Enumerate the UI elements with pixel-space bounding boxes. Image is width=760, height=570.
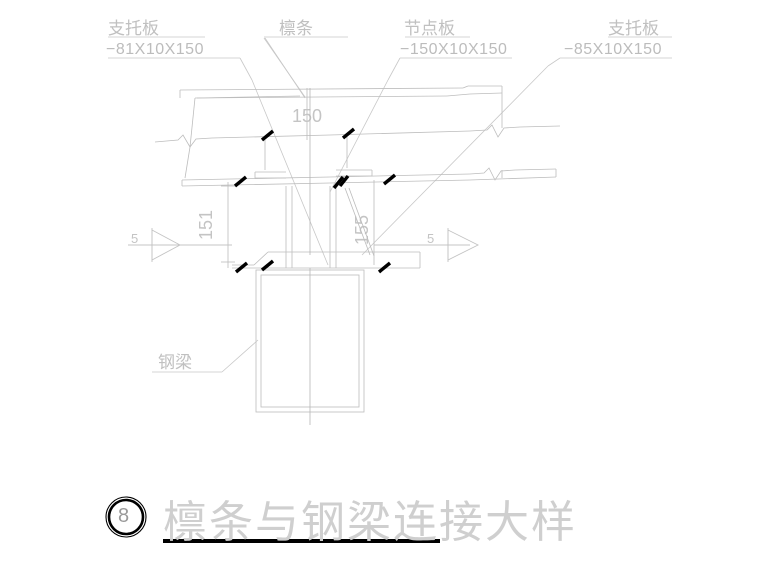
dimension-151-value: 151: [196, 210, 216, 240]
detail-number: 8: [118, 505, 130, 527]
callout-label-zhituoban-left: 支托板: [108, 19, 159, 39]
weld-mark: [234, 261, 249, 274]
callout-label-lintiao: 檩条: [279, 19, 313, 39]
weld-mark: [332, 175, 345, 190]
section-marker-left-label: 5: [131, 231, 138, 246]
weld-mark: [260, 259, 275, 272]
lintiao-leader: [263, 37, 306, 98]
callout-spec-zhituoban-right: −85X10X150: [564, 41, 662, 58]
section-marker-right-label: 5: [427, 231, 434, 246]
callout-gangliang: [152, 339, 259, 373]
callout-zhituoban-left: [108, 36, 329, 266]
gusset-plates: [254, 169, 373, 268]
page-title: 檩条与钢梁连接大样: [163, 497, 577, 548]
weld-mark: [260, 129, 275, 142]
section-marker-left[interactable]: 5: [128, 228, 232, 262]
title-underline: [163, 539, 440, 543]
section-marker-right[interactable]: 5: [374, 228, 480, 262]
callout-spec-zhituoban-left: −81X10X150: [106, 41, 204, 58]
callout-label-zhituoban-right: 支托板: [608, 19, 659, 39]
weld-mark: [377, 261, 392, 274]
dimension-155: 155: [344, 180, 375, 265]
dimension-150-value: 150: [292, 106, 322, 126]
callout-jiedianban: [329, 36, 512, 193]
steel-beam-section: [255, 268, 365, 425]
weld-mark: [341, 127, 356, 140]
dimension-151: 151: [196, 182, 235, 268]
callout-spec-jiedianban: −150X10X150: [400, 41, 508, 58]
weld-mark: [233, 175, 248, 188]
callout-label-gangliang: 钢梁: [158, 353, 192, 373]
purlin-web: [154, 93, 561, 187]
weld-mark: [382, 173, 397, 186]
weld-mark: [338, 174, 350, 188]
dimension-150: 150: [292, 88, 322, 140]
purlin-top-flange: [179, 85, 503, 99]
callout-zhituoban-right: [361, 36, 672, 256]
callout-label-jiedianban: 节点板: [404, 19, 455, 39]
detail-marker-circle: [105, 496, 147, 538]
weld-marks: [233, 127, 397, 274]
dimension-155-value: 155: [352, 215, 372, 245]
